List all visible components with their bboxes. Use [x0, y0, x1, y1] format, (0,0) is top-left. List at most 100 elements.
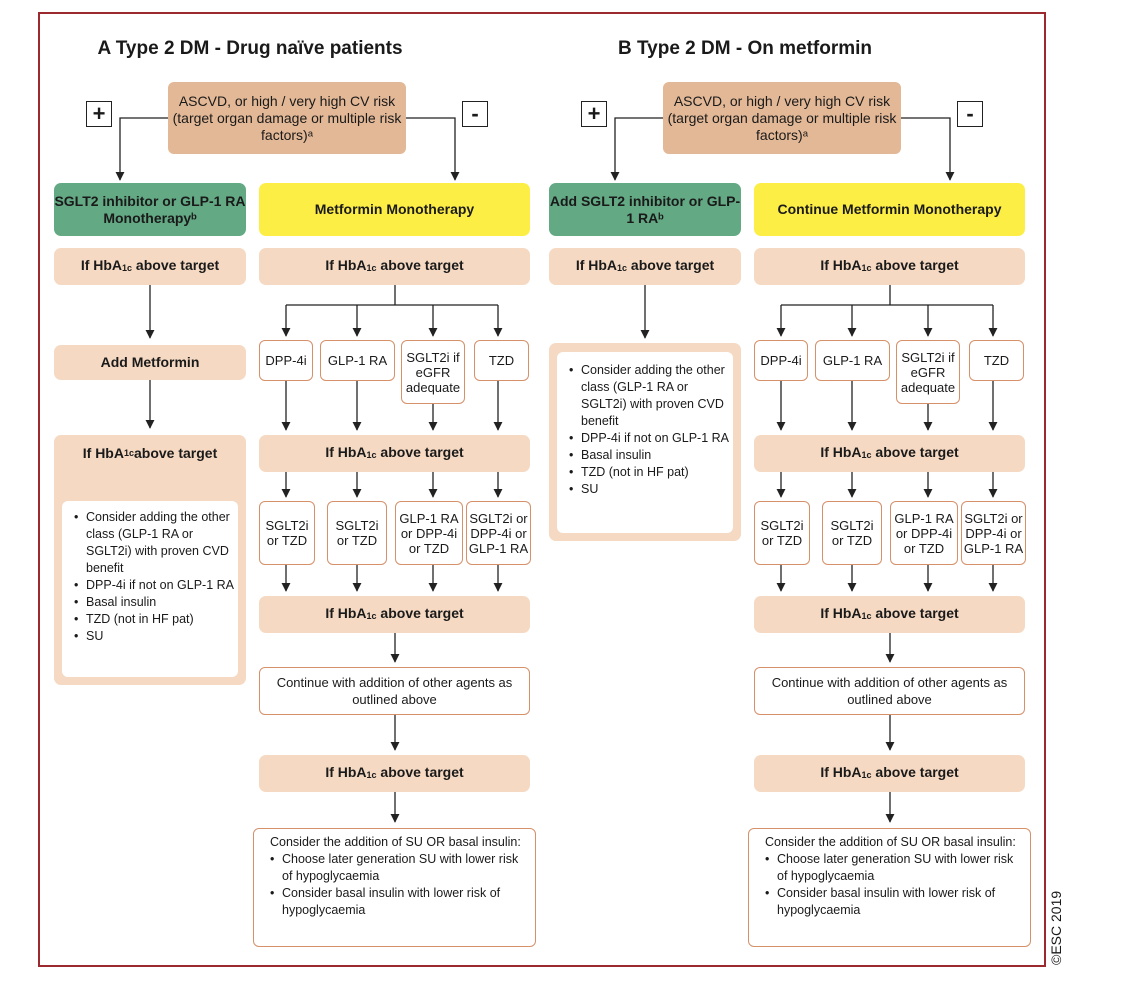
final-target-box: If HbA1c above target	[259, 755, 530, 792]
combination-box: SGLT2i or TZD	[327, 501, 387, 565]
final-options-bullets: Choose later generation SU with lower ri…	[270, 851, 527, 919]
target-label: If HbA1c above target	[325, 444, 463, 464]
target-subscript: 1c	[861, 610, 872, 621]
target-subscript: 1c	[366, 769, 377, 780]
target-suffix: above target	[871, 604, 959, 621]
list-item: TZD (not in HF pat)	[74, 611, 234, 628]
target-prefix: If HbA	[325, 763, 367, 780]
copyright: ©ESC 2019	[1048, 890, 1064, 965]
target-prefix: If HbA	[820, 604, 862, 621]
risk-criteria-box: ASCVD, or high / very high CV risk (targ…	[168, 82, 406, 154]
sglt2-glp1-start-box: SGLT2 inhibitor or GLP-1 RA Monotherapyᵇ	[54, 183, 246, 236]
left-options-bullets: Consider adding the other class (GLP-1 R…	[559, 362, 729, 498]
left-options-list: Consider adding the other class (GLP-1 R…	[557, 352, 733, 533]
list-item: Consider basal insulin with lower risk o…	[270, 885, 527, 919]
right-target-box: If HbA1c above target	[754, 248, 1025, 285]
target-suffix: above target	[871, 256, 959, 273]
lower-target-box: If HbA1c above target	[754, 596, 1025, 633]
continue-agents-box: Continue with addition of other agents a…	[754, 667, 1025, 715]
middle-target-box: If HbA1c above target	[259, 435, 530, 472]
final-target-box: If HbA1c above target	[754, 755, 1025, 792]
list-item: Basal insulin	[569, 447, 729, 464]
plus-sign-icon: +	[581, 101, 607, 127]
right-target-box: If HbA1c above target	[259, 248, 530, 285]
target-suffix: above target	[376, 443, 464, 460]
agent-box: DPP-4i	[754, 340, 808, 381]
target-label: If HbA1c above target	[820, 444, 958, 464]
list-item: Choose later generation SU with lower ri…	[765, 851, 1022, 885]
target-prefix: If HbA	[325, 256, 367, 273]
combination-box: SGLT2i or TZD	[259, 501, 315, 565]
agent-box: TZD	[969, 340, 1024, 381]
target-label: If HbA1c above target	[81, 257, 219, 277]
list-item: DPP-4i if not on GLP-1 RA	[74, 577, 234, 594]
target-prefix: If HbA	[820, 443, 862, 460]
metformin-start-box: Continue Metformin Monotherapy	[754, 183, 1025, 236]
target-suffix: above target	[133, 444, 218, 461]
list-item: Basal insulin	[74, 594, 234, 611]
target-subscript: 1c	[617, 262, 628, 273]
figure-frame	[38, 12, 1046, 967]
left-target-box: If HbA1c above target	[549, 248, 741, 285]
sglt2-glp1-start-box: Add SGLT2 inhibitor or GLP-1 RAᵇ	[549, 183, 741, 236]
target-subscript: 1c	[861, 769, 872, 780]
list-item: TZD (not in HF pat)	[569, 464, 729, 481]
target-prefix: If HbA	[820, 763, 862, 780]
list-item: Consider adding the other class (GLP-1 R…	[569, 362, 729, 430]
panelB-title: B Type 2 DM - On metformin	[617, 38, 873, 59]
plus-sign-icon: +	[86, 101, 112, 127]
combination-box: SGLT2i or TZD	[822, 501, 882, 565]
target-prefix: If HbA	[325, 443, 367, 460]
target-label: If HbA1c above target	[325, 605, 463, 625]
target-prefix: If HbA	[80, 256, 123, 273]
left-target-box: If HbA1c above target	[54, 248, 246, 285]
risk-criteria-box: ASCVD, or high / very high CV risk (targ…	[663, 82, 901, 154]
list-item: SU	[569, 481, 729, 498]
combination-box: GLP-1 RA or DPP-4i or TZD	[395, 501, 463, 565]
lower-target-box: If HbA1c above target	[259, 596, 530, 633]
middle-target-box: If HbA1c above target	[754, 435, 1025, 472]
target-label: If HbA1c above target	[325, 764, 463, 784]
final-options-intro: Consider the addition of SU OR basal ins…	[765, 835, 1016, 849]
minus-sign-icon: -	[462, 101, 488, 127]
target-subscript: 1c	[861, 262, 872, 273]
list-item: SU	[74, 628, 234, 645]
target-subscript: 1c	[123, 447, 134, 458]
target-label: If HbA1c above target	[820, 605, 958, 625]
panelA-title: A Type 2 DM - Drug naïve patients	[97, 38, 403, 59]
final-options-bullets: Choose later generation SU with lower ri…	[765, 851, 1022, 919]
target-prefix: If HbA	[575, 256, 618, 273]
left-options-bullets: Consider adding the other class (GLP-1 R…	[64, 509, 234, 645]
combination-box: GLP-1 RA or DPP-4i or TZD	[890, 501, 958, 565]
agent-box: GLP-1 RA	[320, 340, 395, 381]
target-label: If HbA1c above target	[325, 257, 463, 277]
target-prefix: If HbA	[325, 604, 367, 621]
target-suffix: above target	[376, 763, 464, 780]
left-options-list: Consider adding the other class (GLP-1 R…	[62, 501, 238, 677]
final-options-intro: Consider the addition of SU OR basal ins…	[270, 835, 521, 849]
agent-box: DPP-4i	[259, 340, 313, 381]
target-subscript: 1c	[366, 449, 377, 460]
target-suffix: above target	[376, 604, 464, 621]
list-item: Consider basal insulin with lower risk o…	[765, 885, 1022, 919]
add-metformin-box: Add Metformin	[54, 345, 246, 380]
target-subscript: 1c	[366, 610, 377, 621]
final-options-box: Consider the addition of SU OR basal ins…	[253, 828, 536, 947]
target-label: If HbA1c above target	[576, 257, 714, 277]
target-subscript: 1c	[366, 262, 377, 273]
final-options-box: Consider the addition of SU OR basal ins…	[748, 828, 1031, 947]
agent-box: SGLT2i if eGFR adequate	[896, 340, 960, 404]
target-suffix: above target	[871, 763, 959, 780]
agent-box: TZD	[474, 340, 529, 381]
target-prefix: If HbA	[82, 444, 124, 461]
combination-box: SGLT2i or DPP-4i or GLP-1 RA	[466, 501, 531, 565]
target-suffix: above target	[376, 256, 464, 273]
target-subscript: 1c	[861, 449, 872, 460]
target-prefix: If HbA	[820, 256, 862, 273]
combination-box: SGLT2i or TZD	[754, 501, 810, 565]
target-suffix: above target	[627, 256, 715, 273]
agent-box: GLP-1 RA	[815, 340, 890, 381]
agent-box: SGLT2i if eGFR adequate	[401, 340, 465, 404]
target-suffix: above target	[871, 443, 959, 460]
